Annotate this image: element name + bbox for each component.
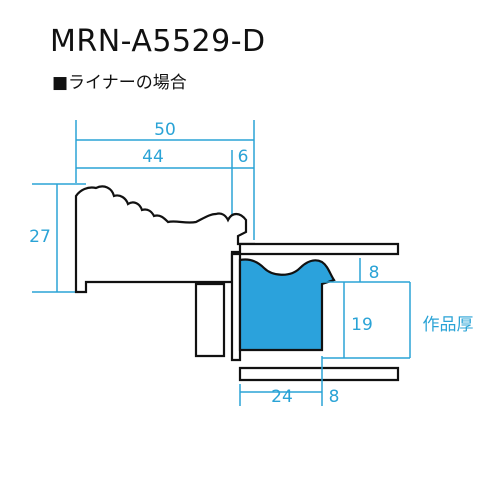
- dimension-label-19: 19: [351, 315, 373, 335]
- dimension-label-24: 24: [271, 387, 293, 407]
- dimension-frame-height: 27: [29, 183, 86, 293]
- liner-back-wall: [230, 252, 242, 362]
- dimension-label-44: 44: [142, 147, 164, 167]
- liner-top-plate: [238, 242, 400, 256]
- liner-profile: [238, 258, 336, 352]
- dimension-artwork-thickness: 作品厚: [409, 282, 474, 358]
- dimension-liner-top: 8: [322, 258, 410, 283]
- frame-moulding-profile: [74, 185, 256, 294]
- dimension-label-8-top: 8: [369, 263, 380, 283]
- liner-case-label: ■ライナーの場合: [52, 73, 187, 93]
- dimension-label-6: 6: [238, 147, 249, 167]
- frame-lower-foot: [194, 282, 226, 358]
- dimension-frame-width: 44 6: [76, 147, 254, 222]
- backing-plate: [238, 366, 400, 382]
- dimension-label-artwork-thickness: 作品厚: [423, 315, 474, 335]
- dimension-label-50: 50: [154, 120, 176, 140]
- dimension-label-27: 27: [29, 227, 51, 247]
- dimension-backing-width: 24 8: [239, 356, 340, 407]
- dimension-label-8-bottom: 8: [329, 387, 340, 407]
- dimension-artwork-depth: 19: [322, 282, 410, 359]
- dimension-overall-width: 50: [75, 120, 255, 240]
- product-title: MRN-A5529-D: [50, 24, 266, 59]
